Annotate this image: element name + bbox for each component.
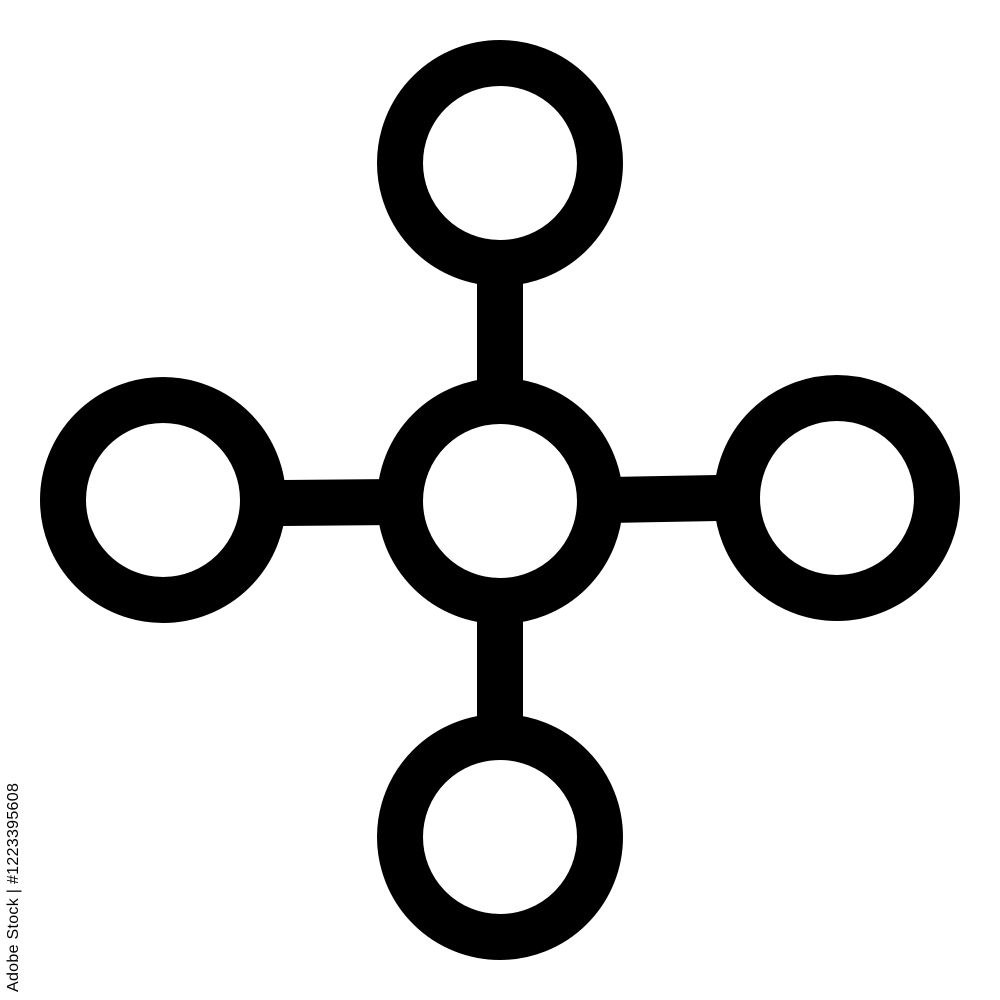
node-right xyxy=(714,375,960,621)
node-top xyxy=(377,40,623,286)
node-bottom xyxy=(377,714,623,960)
stock-id-number: 1223395608 xyxy=(5,782,22,875)
connector-left xyxy=(281,479,391,526)
node-left xyxy=(40,377,286,623)
stock-id-label: Adobe Stock | #1223395608 xyxy=(4,783,24,992)
connector-right xyxy=(609,475,719,523)
node-center xyxy=(377,378,623,624)
stock-id-prefix: Adobe Stock | # xyxy=(5,874,22,992)
